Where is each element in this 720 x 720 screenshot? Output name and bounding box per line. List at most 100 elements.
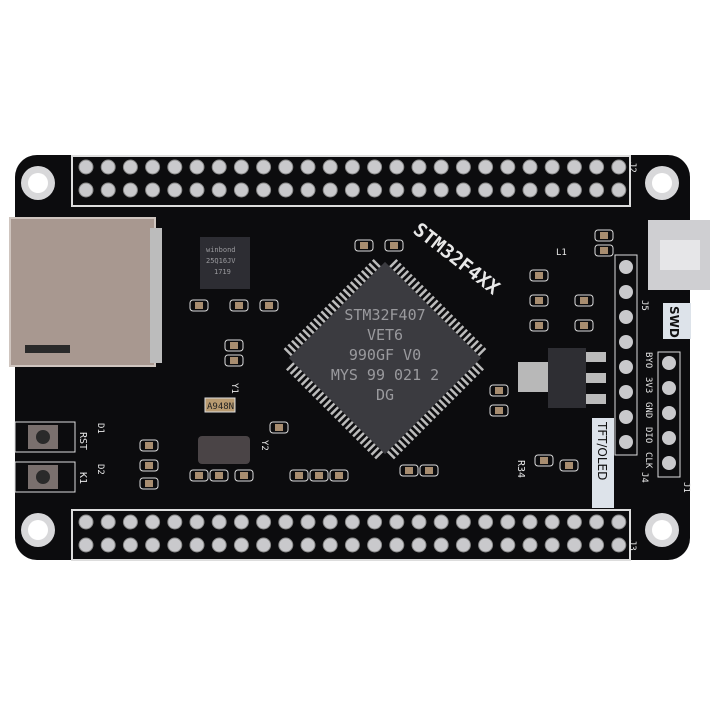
- smd-part: [580, 297, 588, 304]
- j5-pin: [619, 385, 633, 399]
- smd-outline: [269, 421, 289, 434]
- micro-usb-port[interactable]: [648, 220, 710, 290]
- smd-part: [145, 462, 153, 469]
- header-pin: [500, 514, 516, 530]
- mcu-pin: [420, 292, 432, 303]
- mcu-pin: [429, 404, 440, 416]
- mcu-marking: STM32F407 VET6 990GF V0 MYS 99 021 2 DG: [331, 306, 439, 404]
- smd-outline: [529, 269, 549, 282]
- mcu-pin: [322, 397, 334, 408]
- header-pin: [611, 514, 627, 530]
- smd-outline: [574, 319, 594, 332]
- header-pin: [189, 159, 205, 175]
- mcu-pin: [304, 379, 315, 390]
- mcu-pin: [395, 266, 406, 277]
- j5-pin: [619, 410, 633, 424]
- mcu-pin: [406, 277, 417, 288]
- label-rst: RST: [77, 432, 88, 450]
- smd-part: [195, 472, 203, 479]
- header-pin: [233, 537, 249, 553]
- smd-part: [540, 457, 548, 464]
- smd-outline: [574, 294, 594, 307]
- smd-part: [230, 357, 238, 364]
- mcu-pin: [346, 284, 357, 295]
- mcu-pin: [407, 427, 418, 438]
- chip-lot: 990GF V0: [349, 346, 421, 364]
- header-pin: [233, 182, 249, 198]
- header-pin: [211, 182, 227, 198]
- chip-date: MYS 99 021 2: [331, 366, 439, 384]
- header-pin: [145, 514, 161, 530]
- label-k1: K1: [77, 472, 88, 484]
- mcu-pin: [457, 328, 468, 340]
- header-pin: [78, 537, 94, 553]
- mcu-pin: [363, 438, 374, 449]
- mcu-pin: [371, 259, 383, 270]
- smd-outline: [529, 319, 549, 332]
- smd-outline: [309, 469, 329, 482]
- mcu-pin: [313, 317, 324, 329]
- mcu-pin: [468, 339, 479, 351]
- j5-pin: [619, 335, 633, 349]
- smd-components: [139, 229, 614, 490]
- header-pin: [589, 537, 605, 553]
- header-pin: [478, 537, 494, 553]
- mcu-pin: [403, 430, 415, 441]
- mcu-pin: [385, 449, 396, 460]
- header-pin: [233, 159, 249, 175]
- header-pin: [455, 537, 471, 553]
- smd-outline: [189, 469, 209, 482]
- swd-pin-label: BYO: [643, 352, 653, 368]
- smd-part: [425, 467, 433, 474]
- mcu-pin: [330, 404, 341, 416]
- header-pin: [256, 182, 272, 198]
- mcu-pin: [396, 438, 407, 449]
- mcu-pin: [338, 292, 350, 303]
- mcu-pin: [368, 262, 379, 273]
- smd-part: [535, 297, 543, 304]
- side-headers: [619, 260, 676, 470]
- smd-part: [360, 242, 368, 249]
- smd-outline: [594, 229, 614, 242]
- mcu-pin: [440, 393, 451, 405]
- smd-outline: [259, 299, 279, 312]
- mcu-pin: [411, 423, 422, 434]
- label-d2: D2: [95, 464, 105, 475]
- swd-pin-label: 3V3: [643, 377, 653, 393]
- mounting-hole-center: [28, 520, 48, 540]
- mounting-hole-center: [28, 173, 48, 193]
- mcu-pin: [352, 427, 363, 438]
- mcu-pin: [300, 375, 311, 386]
- smd-part: [295, 472, 303, 479]
- header-pin: [389, 514, 405, 530]
- smd-outline: [534, 454, 554, 467]
- header-outline-bottom: [71, 509, 631, 561]
- smd-part: [405, 467, 413, 474]
- mcu-pin: [424, 295, 435, 307]
- chip-part-number: STM32F407: [344, 306, 425, 324]
- mcu-pin: [337, 412, 348, 423]
- label-j4: J4: [639, 472, 649, 483]
- header-pin: [256, 514, 272, 530]
- header-pin: [544, 182, 560, 198]
- mcu-pin: [466, 368, 477, 379]
- header-pin: [367, 182, 383, 198]
- header-pin: [300, 182, 316, 198]
- mounting-holes: [21, 166, 679, 547]
- header-pin: [500, 537, 516, 553]
- reset-button[interactable]: [14, 421, 76, 453]
- mcu-pin: [442, 314, 454, 325]
- user-button-k1[interactable]: [14, 461, 76, 493]
- mcu-pin: [360, 270, 372, 281]
- pin-headers: [78, 159, 627, 553]
- header-pin: [145, 159, 161, 175]
- header-pin: [145, 182, 161, 198]
- mcu-pin: [353, 277, 364, 288]
- mcu-pin: [392, 441, 404, 452]
- mounting-hole-center: [652, 173, 672, 193]
- flash-brand: winbond: [206, 246, 236, 254]
- smd-outline: [329, 469, 349, 482]
- header-pin: [278, 537, 294, 553]
- label-y1: Y1: [229, 383, 239, 394]
- smd-outline: [229, 299, 249, 312]
